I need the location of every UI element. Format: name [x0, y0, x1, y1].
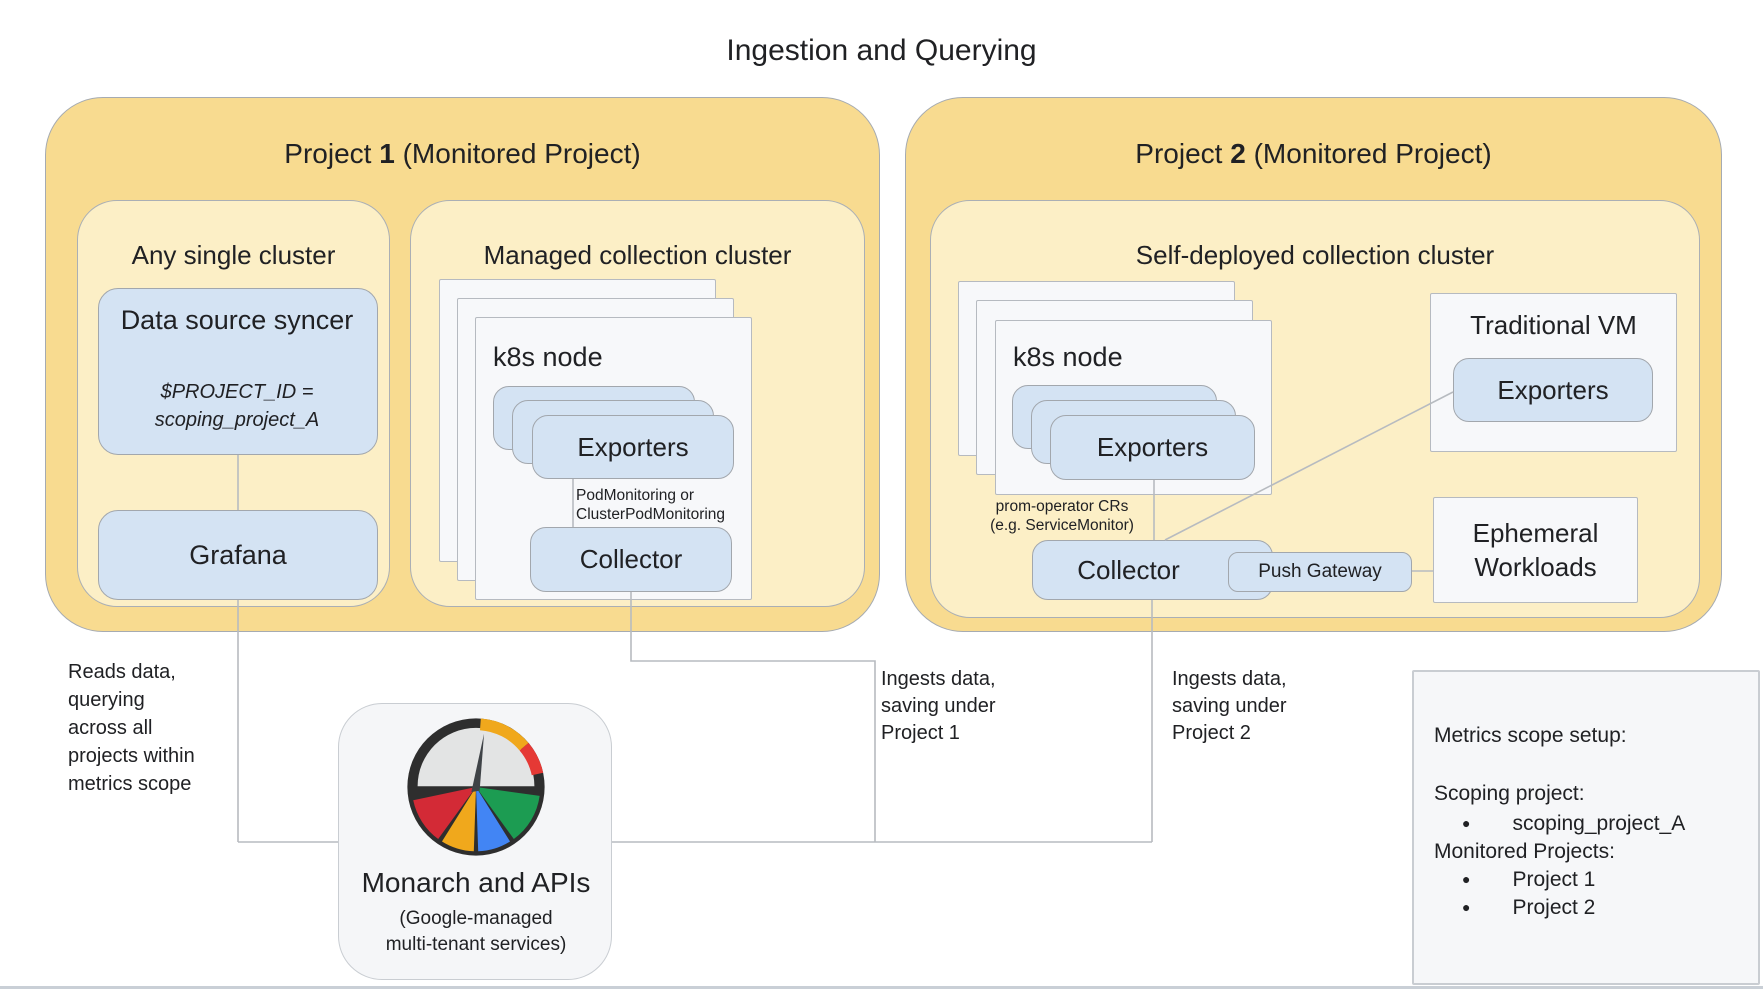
ingests-project2-annotation: Ingests data, saving under Project 2 — [1172, 668, 1287, 744]
project2-label: Project 2 (Monitored Project) — [905, 138, 1722, 170]
prometheus-gauge-icon — [403, 714, 549, 860]
monitored-project-1: Project 1 — [1512, 868, 1596, 891]
self-deployed-cluster-label: Self-deployed collection cluster — [1135, 240, 1495, 270]
monarch-card: Monarch and APIs (Google-managed multi-t… — [338, 703, 612, 980]
k8s-node-label-p2: k8s node — [1013, 342, 1123, 372]
ephemeral-workloads-box: Ephemeral Workloads — [1433, 497, 1638, 603]
bullet-icon: ● — [1462, 899, 1471, 915]
connector-vm-exporters-collector2 — [1164, 391, 1454, 541]
pod-monitoring-note: PodMonitoring or ClusterPodMonitoring — [576, 487, 726, 523]
traditional-vm-label: Traditional VM — [1470, 310, 1637, 340]
project1-label: Project 1 (Monitored Project) — [45, 138, 880, 170]
project1-label-number: 1 — [379, 138, 395, 169]
exporters-box-vm: Exporters — [1453, 358, 1653, 422]
monitored-projects-label: Monitored Projects: — [1434, 840, 1615, 863]
project2-label-suffix: (Monitored Project) — [1245, 138, 1492, 169]
list-item: ● Project 1 — [1462, 868, 1595, 892]
scoping-project-value: scoping_project_A — [1512, 812, 1686, 835]
project2-label-number: 2 — [1230, 138, 1246, 169]
monarch-title: Monarch and APIs — [361, 867, 591, 898]
list-item: ● Project 2 — [1462, 896, 1595, 920]
exporters-box-p2: Exporters — [1050, 415, 1255, 480]
reads-data-annotation: Reads data, querying across all projects… — [68, 661, 195, 795]
any-single-cluster-label: Any single cluster — [131, 240, 336, 270]
push-gateway-box: Push Gateway — [1228, 552, 1412, 592]
monitored-project-2: Project 2 — [1512, 896, 1596, 919]
exporters-box-p1: Exporters — [532, 415, 734, 479]
grafana-box: Grafana — [98, 510, 378, 600]
ingests-project1-annotation: Ingests data, saving under Project 1 — [881, 668, 996, 744]
project2-label-prefix: Project — [1135, 138, 1231, 169]
monarch-subtitle: (Google-managed multi-tenant services) — [385, 908, 567, 955]
bottom-rule — [0, 986, 1763, 989]
connector-collector1-bus — [630, 592, 876, 842]
collector-box-p1: Collector — [530, 527, 732, 592]
data-source-syncer-note: $PROJECT_ID = scoping_project_A — [154, 381, 320, 431]
project1-label-prefix: Project — [284, 138, 380, 169]
prom-operator-note: prom-operator CRs (e.g. ServiceMonitor) — [990, 498, 1134, 534]
data-source-syncer-box: Data source syncer $PROJECT_ID = scoping… — [98, 288, 378, 455]
diagram-title: Ingestion and Querying — [726, 34, 1037, 67]
managed-collection-cluster-label: Managed collection cluster — [483, 240, 792, 270]
bullet-icon: ● — [1462, 815, 1471, 831]
bullet-icon: ● — [1462, 871, 1471, 887]
metrics-scope-panel: Metrics scope setup: Scoping project: ● s… — [1412, 670, 1760, 985]
project1-label-suffix: (Monitored Project) — [394, 138, 641, 169]
scoping-project-label: Scoping project: — [1434, 782, 1585, 805]
data-source-syncer-title: Data source syncer — [120, 305, 354, 335]
k8s-node-label-p1: k8s node — [493, 342, 603, 372]
list-item: ● scoping_project_A — [1462, 812, 1685, 836]
metrics-scope-title: Metrics scope setup: — [1434, 724, 1627, 747]
